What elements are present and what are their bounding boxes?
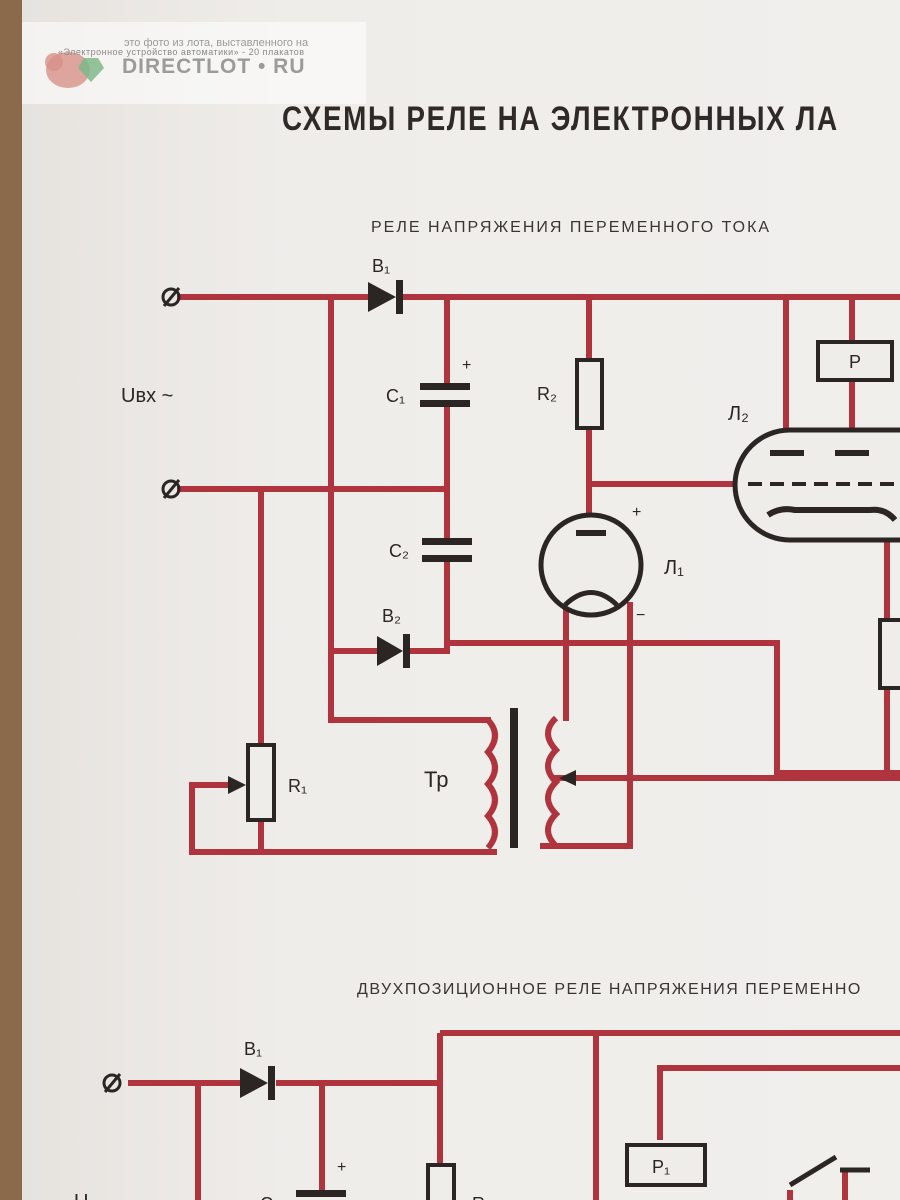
- input-terminal-d2-icon: [102, 1073, 122, 1093]
- tube-l1-icon: [538, 512, 644, 618]
- label-uin: Uвх ~: [121, 385, 173, 407]
- diagram1-wires: [177, 294, 900, 855]
- label-d2-uin-partial: U: [74, 1191, 88, 1200]
- diagram1-labels: Uвх ~ B₁ B₂ C₁ + C₂ R₁ R₂ Тр Л₁ + − Л₂ P: [121, 256, 861, 796]
- label-d2-p1: P₁: [652, 1157, 670, 1177]
- label-tr: Тр: [424, 767, 448, 792]
- label-relay-p: P: [849, 352, 861, 372]
- poster-sheet: [22, 0, 900, 1200]
- label-d2-cap-partial: C: [260, 1194, 273, 1200]
- input-terminal-bottom-icon: [161, 479, 181, 499]
- label-c1-plus: +: [462, 357, 471, 374]
- label-l1: Л₁: [664, 557, 684, 579]
- label-l2: Л₂: [728, 403, 749, 425]
- resistor-d2-icon: [426, 1163, 456, 1200]
- label-r1: R₁: [288, 776, 307, 796]
- transformer-tap-arrow-icon: [559, 770, 576, 786]
- input-terminal-top-icon: [161, 287, 181, 307]
- watermark-caption: это фото из лота, выставленного на: [124, 37, 309, 49]
- tube-l2-icon: [732, 427, 900, 543]
- transformer-core-icon: [510, 708, 518, 848]
- watermark-logo-icon: [45, 52, 104, 88]
- diagram2-wires: [128, 1030, 900, 1200]
- capacitor-c2-icon: [422, 538, 472, 562]
- label-c1: C₁: [386, 386, 405, 406]
- label-d2-plus: +: [337, 1159, 346, 1176]
- diagram2-components: [102, 1066, 870, 1200]
- relay-p1-icon: [625, 1143, 707, 1187]
- resistor-r2-icon: [575, 358, 604, 430]
- relay-contact-icon: [788, 1154, 870, 1188]
- diagram2-title: ДВУХПОЗИЦИОННОЕ РЕЛЕ НАПРЯЖЕНИЯ ПЕРЕМЕНН…: [357, 981, 862, 998]
- diagram1-title: РЕЛЕ НАПРЯЖЕНИЯ ПЕРЕМЕННОГО ТОКА: [371, 219, 772, 236]
- watermark-series-note: «Электронное устройство автоматики» - 20…: [58, 47, 305, 57]
- label-b1: B₁: [372, 256, 390, 276]
- capacitor-d2-icon: [296, 1190, 346, 1197]
- label-l1-minus: −: [636, 607, 645, 624]
- diode-b2-icon: [377, 634, 410, 668]
- watermark-brand: DIRECTLOT • RU: [122, 55, 306, 78]
- label-b2: B₂: [382, 606, 401, 626]
- label-l1-plus: +: [632, 504, 641, 521]
- diagram1-components: [161, 280, 900, 850]
- diagram2-labels: B₁ + P₁ U C R₁: [74, 1039, 670, 1200]
- capacitor-c1-icon: [420, 383, 470, 407]
- label-d2-resistor-partial: R₁: [472, 1194, 491, 1200]
- transformer-tr-icon: [484, 715, 561, 850]
- relay-p-icon: [816, 340, 894, 382]
- diode-b1-icon: [368, 280, 403, 314]
- label-r2: R₂: [537, 384, 557, 404]
- poster-title: СХЕМЫ РЕЛЕ НА ЭЛЕКТРОННЫХ ЛА: [282, 100, 839, 138]
- resistor-right-partial-icon: [878, 618, 900, 690]
- diode-d2-b1-icon: [240, 1066, 275, 1100]
- label-d2-b1: B₁: [244, 1039, 262, 1059]
- label-c2: C₂: [389, 541, 409, 561]
- potentiometer-r1-icon: [228, 743, 276, 822]
